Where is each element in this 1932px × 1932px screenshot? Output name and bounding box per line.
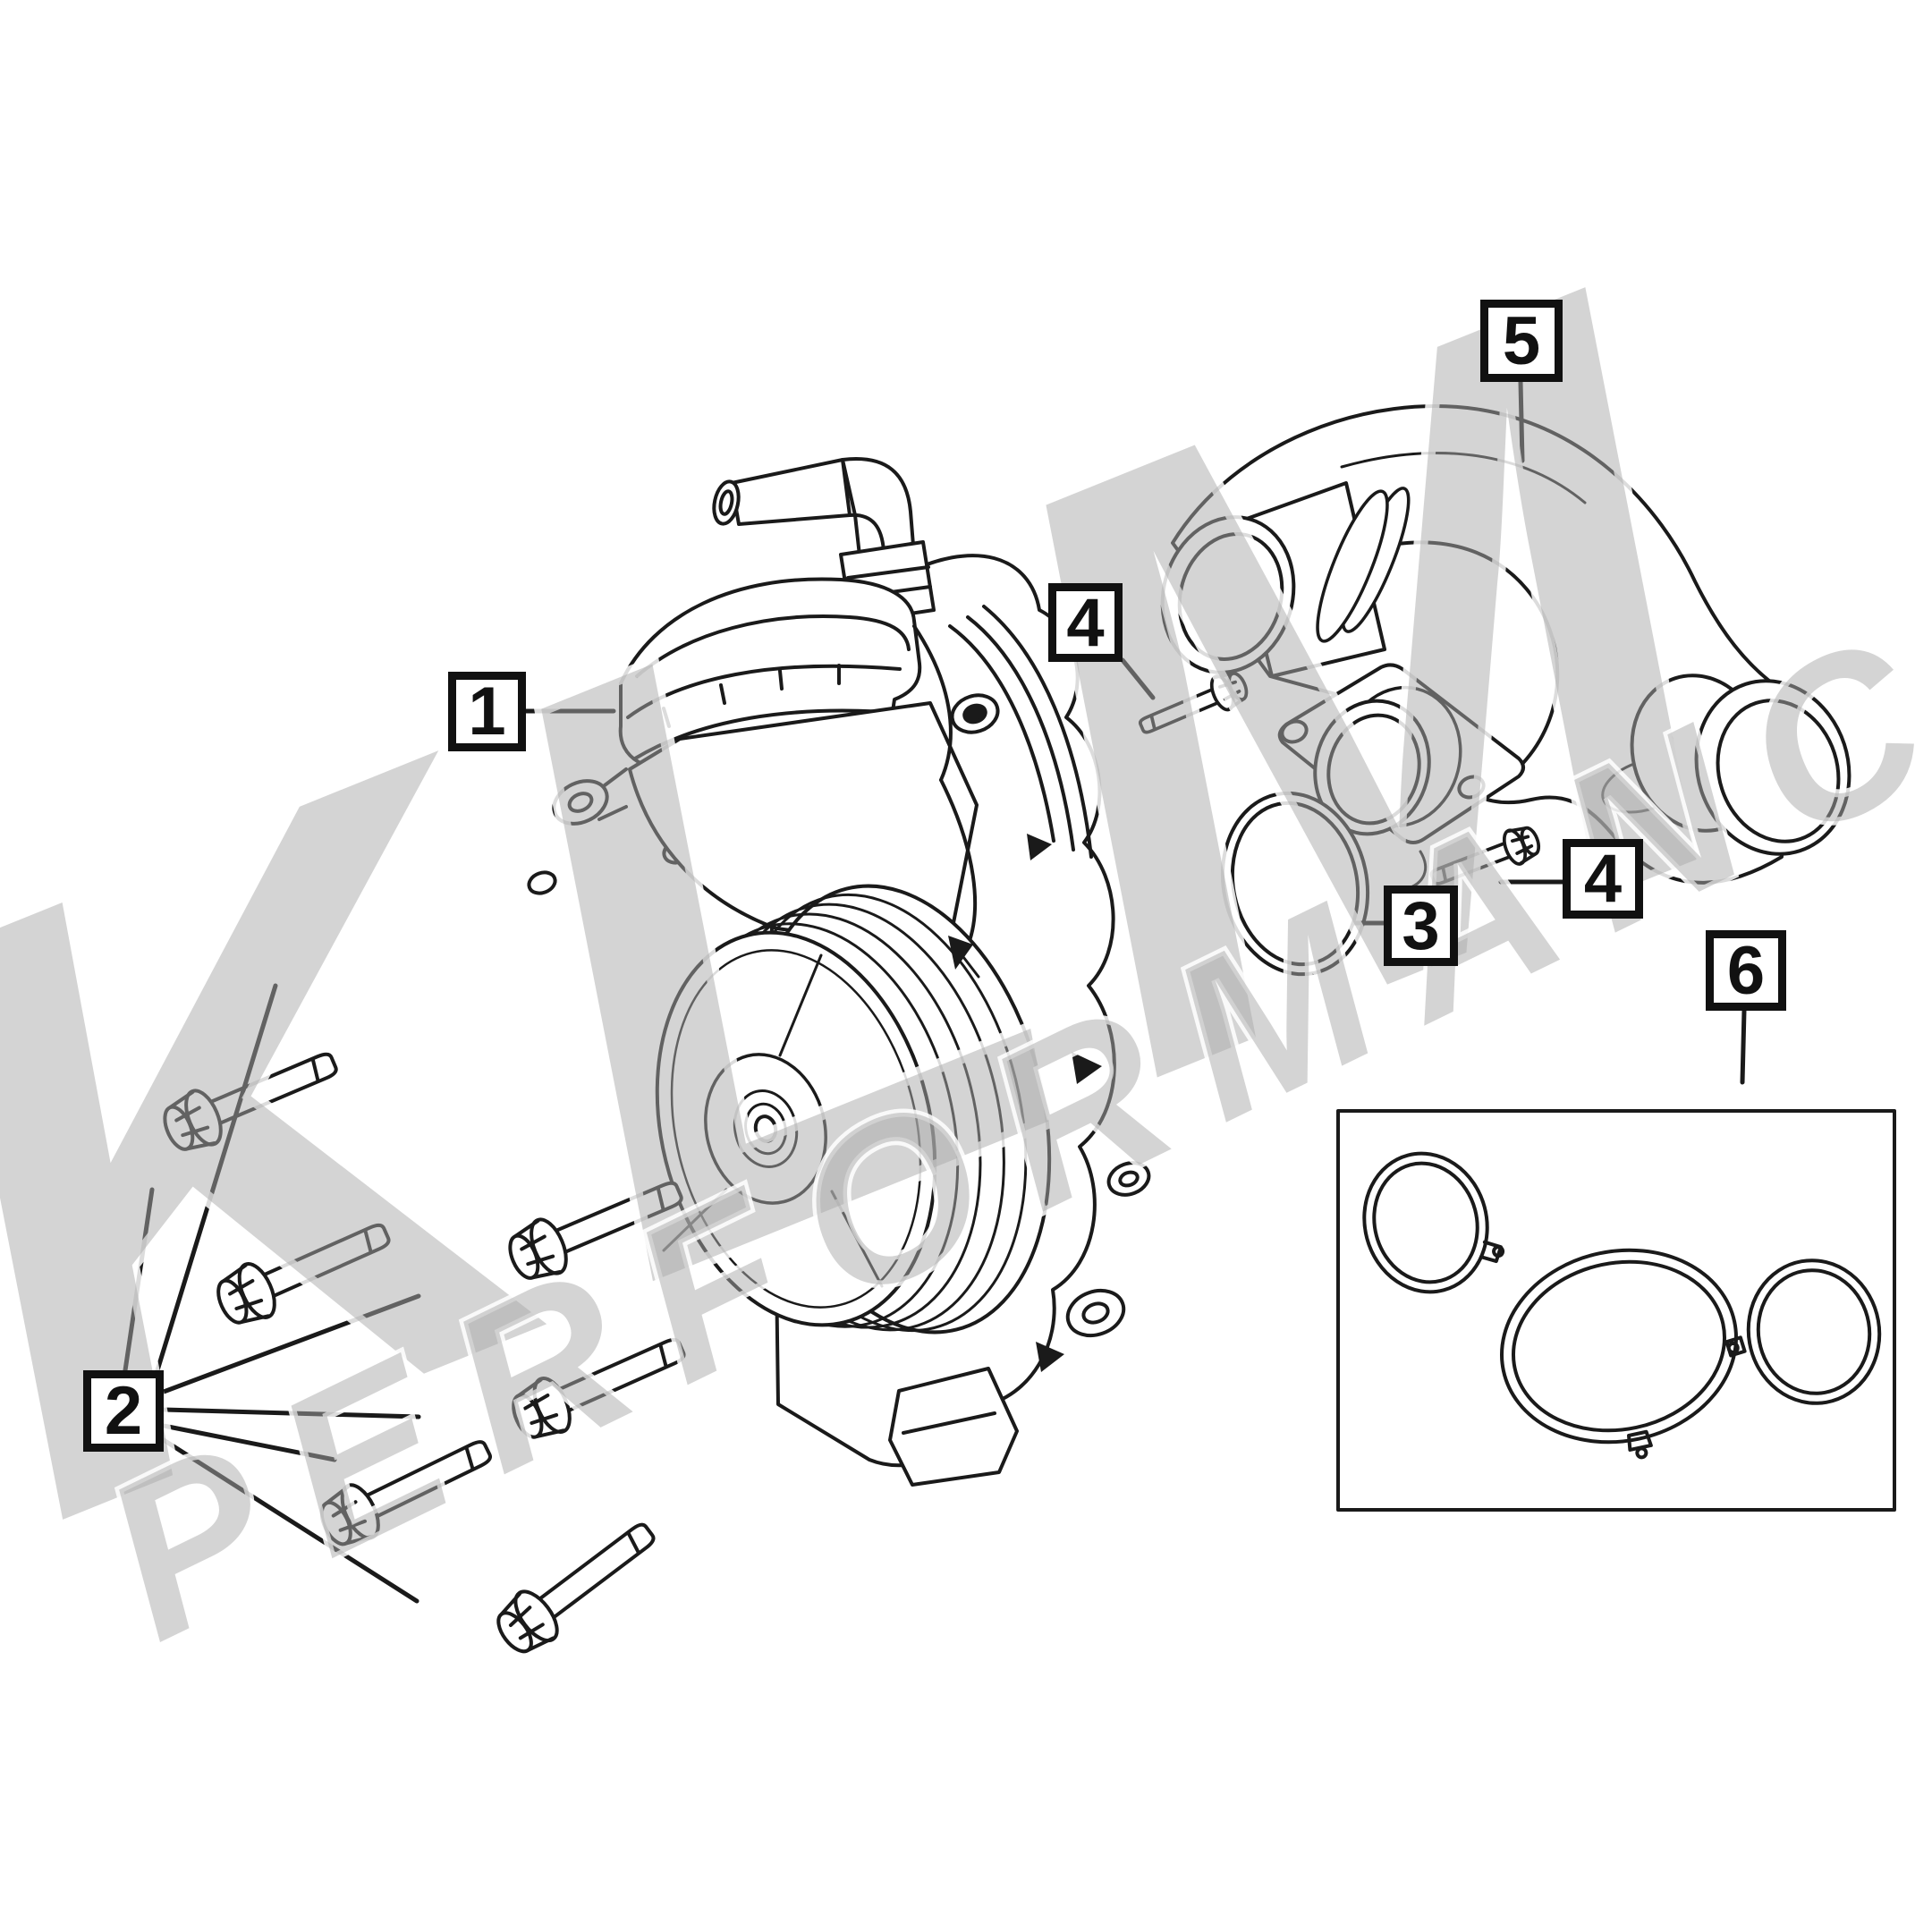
outlet-tube-drawing: [1160, 404, 1852, 891]
leader-6: [1740, 1008, 1747, 1085]
leader-2d: [161, 1407, 421, 1419]
callout-leader-lines: [123, 379, 1747, 1604]
leader-2f: [161, 1437, 419, 1604]
leader-2e: [161, 1423, 337, 1462]
callout-box-4a[interactable]: 4: [1048, 583, 1123, 662]
callout-box-3[interactable]: 3: [1384, 886, 1458, 966]
callout-box-2[interactable]: 2: [83, 1370, 164, 1452]
leader-2a: [123, 1187, 155, 1373]
o-ring-drawing: [1220, 791, 1370, 977]
leader-2b: [155, 983, 278, 1373]
leader-4a: [1120, 657, 1156, 700]
callout-box-1[interactable]: 1: [448, 672, 526, 751]
gasket-kit-drawing: [1336, 1109, 1896, 1512]
callout-box-5[interactable]: 5: [1480, 300, 1563, 382]
leader-5: [1518, 379, 1525, 463]
water-pump-assembly-drawing: [527, 457, 1151, 1487]
callout-box-4b[interactable]: 4: [1563, 839, 1643, 919]
callout-box-6[interactable]: 6: [1706, 930, 1786, 1011]
leader-2c: [161, 1293, 421, 1394]
water-pump-exploded-drawing: [123, 379, 1896, 1665]
